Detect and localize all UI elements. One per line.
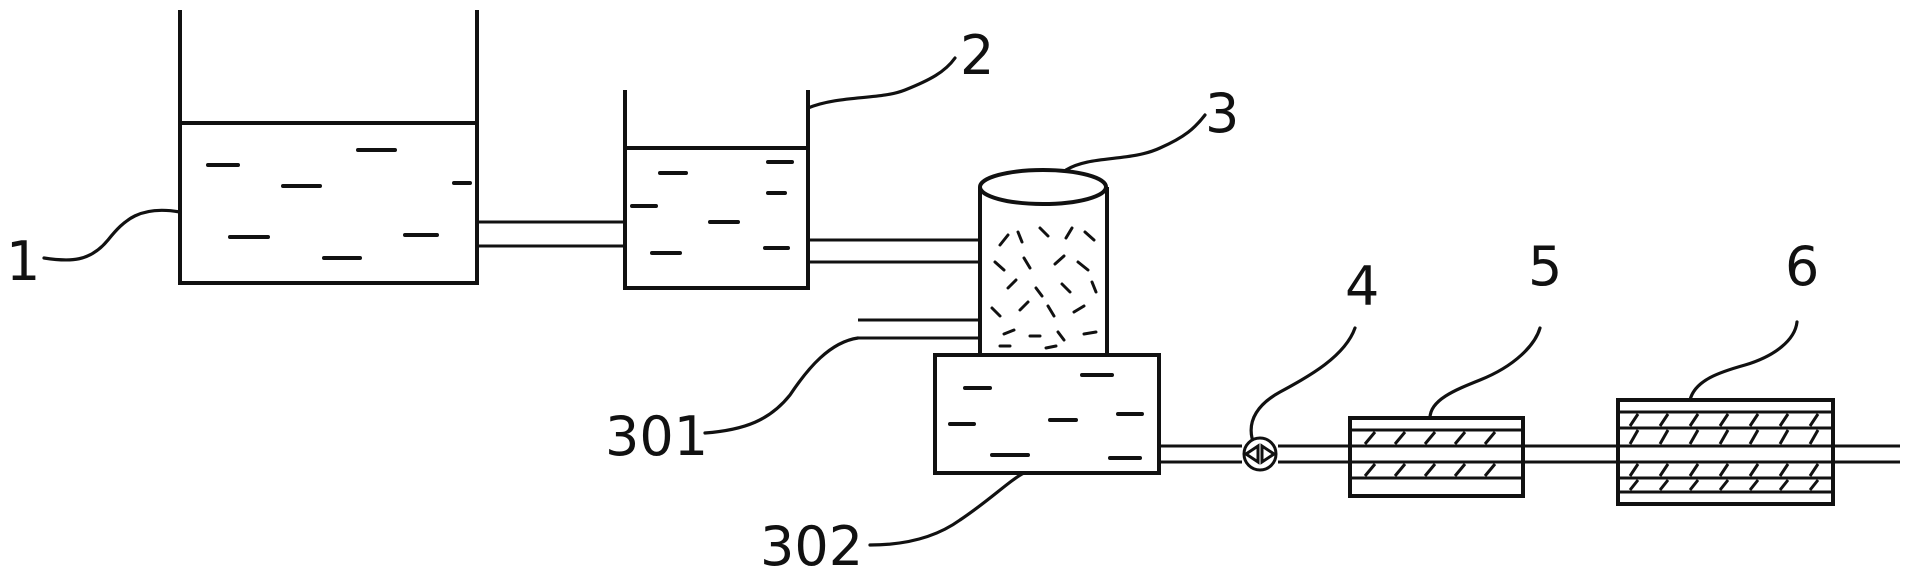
leader-6	[1688, 320, 1799, 402]
labels: 1 2 3 4 5 6 301 302	[6, 24, 1819, 578]
leader-302	[868, 471, 1026, 547]
label-5: 5	[1528, 235, 1562, 298]
filter-6	[1616, 398, 1835, 506]
leader-301	[703, 336, 860, 435]
column-3-packing	[990, 226, 1098, 350]
label-4: 4	[1345, 255, 1379, 318]
basin-302	[933, 353, 1161, 475]
filter-5-hatching	[1363, 431, 1497, 477]
filter-5	[1348, 416, 1525, 498]
tank-2-liquid-marks	[630, 160, 794, 255]
label-3: 3	[1205, 82, 1239, 145]
leader-3	[1064, 113, 1207, 172]
label-1: 1	[6, 230, 40, 293]
tank-1	[178, 10, 479, 285]
pipe-tank1-to-tank2	[477, 220, 625, 248]
basin-302-liquid-marks	[948, 373, 1144, 460]
valve-4	[1242, 436, 1278, 472]
label-6: 6	[1785, 235, 1819, 298]
column-3	[978, 168, 1109, 355]
label-301: 301	[605, 405, 708, 468]
pipe-tank2-to-column3	[808, 238, 980, 264]
inlet-301	[858, 318, 980, 340]
leader-4	[1249, 326, 1357, 440]
label-302: 302	[760, 515, 863, 578]
tank-2	[623, 90, 810, 290]
tank-1-liquid-marks	[206, 148, 472, 260]
leader-5	[1428, 326, 1542, 420]
leader-lines	[42, 56, 1799, 547]
label-2: 2	[960, 24, 994, 87]
leader-2	[806, 56, 957, 110]
filter-6-hatching	[1628, 413, 1820, 491]
leader-1	[42, 208, 182, 262]
outlet-pipe	[1159, 444, 1900, 464]
